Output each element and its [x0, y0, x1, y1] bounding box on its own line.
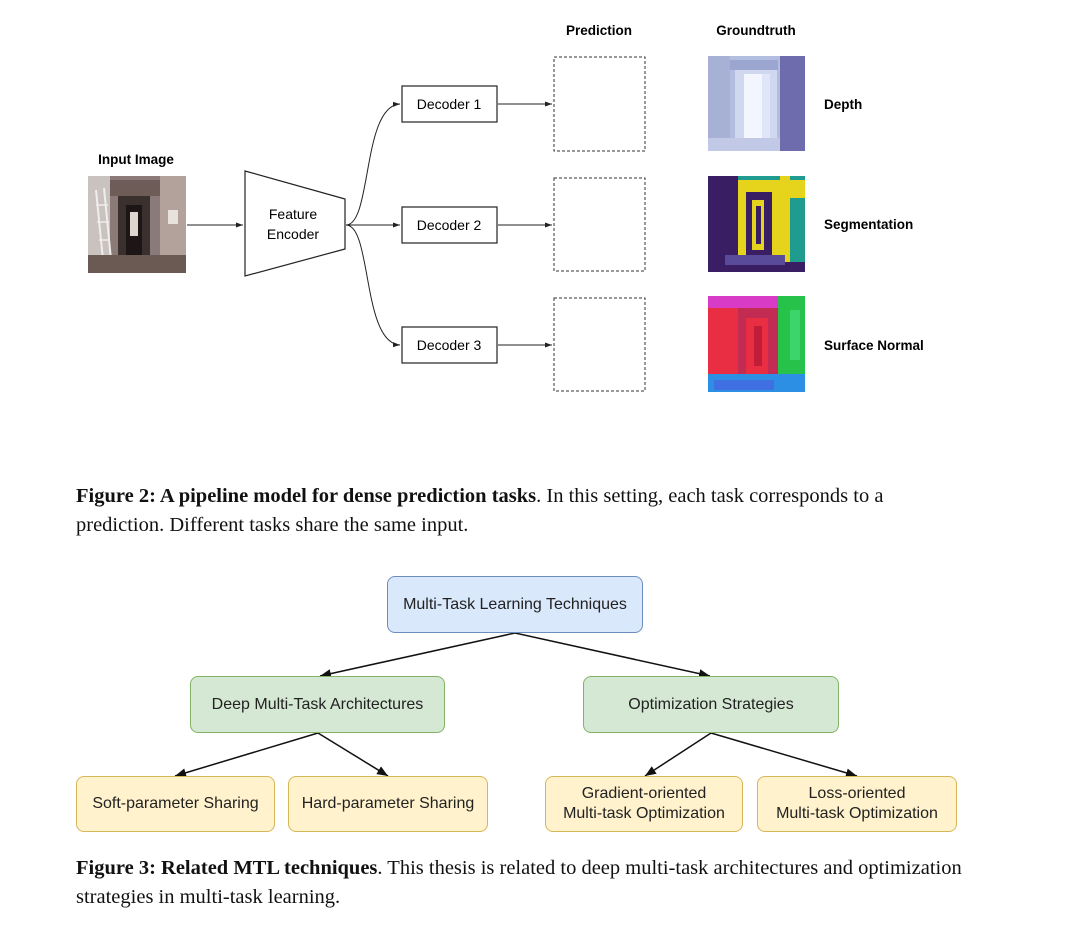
node-optimization-strategies: Optimization Strategies [583, 676, 839, 733]
decoder-2: Decoder 2 [401, 206, 498, 244]
node-loss-oriented-line1: Loss-oriented [808, 785, 906, 802]
groundtruth-segmentation-image [708, 176, 805, 272]
prediction-box-2 [553, 177, 646, 272]
groundtruth-surface-normal-image [708, 296, 805, 392]
prediction-header: Prediction [566, 23, 632, 38]
figure-2-caption-text: . In this setting, each task corresponds… [76, 485, 884, 536]
task-label-surface-normal: Surface Normal [824, 338, 924, 353]
decoder-2-label: Decoder 2 [417, 217, 482, 233]
pipeline-diagram: Prediction Groundtruth Input Image Featu… [88, 23, 924, 392]
figure-2-caption-bold: Figure 2: A pipeline model for dense pre… [76, 485, 537, 507]
node-loss-oriented-line2: Multi-task Optimization [776, 805, 938, 822]
figure-3-caption-text: . This thesis is related to deep multi-t… [76, 857, 962, 908]
node-mtl-techniques: Multi-Task Learning Techniques [387, 576, 643, 633]
node-gradient-oriented-line2: Multi-task Optimization [563, 805, 725, 822]
encoder-label-line1: Feature [269, 206, 317, 222]
node-gradient-oriented-line1: Gradient-oriented [581, 785, 707, 802]
prediction-box-3 [553, 297, 646, 392]
node-soft-parameter-sharing: Soft-parameter Sharing [76, 776, 275, 832]
node-optimization-strategies-label: Optimization Strategies [628, 695, 794, 713]
feature-encoder [244, 170, 346, 277]
groundtruth-header: Groundtruth [716, 23, 795, 38]
input-image-label: Input Image [98, 152, 174, 167]
task-label-depth: Depth [824, 97, 862, 112]
decoder-1: Decoder 1 [401, 85, 498, 123]
figure-2-caption: Figure 2: A pipeline model for dense pre… [76, 482, 976, 540]
mtl-tree-arrows [174, 632, 858, 778]
input-image [88, 176, 186, 273]
figure-3-caption-bold: Figure 3: Related MTL techniques [76, 857, 378, 879]
node-hard-parameter-sharing: Hard-parameter Sharing [288, 776, 488, 832]
decoder-3: Decoder 3 [401, 326, 498, 364]
decoder-1-label: Decoder 1 [417, 96, 482, 112]
node-deep-mtl-architectures: Deep Multi-Task Architectures [190, 676, 445, 733]
node-hard-parameter-sharing-label: Hard-parameter Sharing [301, 795, 475, 812]
figure-3-caption: Figure 3: Related MTL techniques. This t… [76, 854, 976, 912]
node-deep-mtl-architectures-label: Deep Multi-Task Architectures [211, 695, 424, 713]
node-mtl-techniques-label: Multi-Task Learning Techniques [403, 595, 627, 613]
node-loss-oriented-optimization: Loss-oriented Multi-task Optimization [757, 776, 957, 832]
decoder-3-label: Decoder 3 [417, 337, 482, 353]
encoder-label-line2: Encoder [267, 226, 319, 242]
prediction-box-1 [553, 56, 646, 152]
node-soft-parameter-sharing-label: Soft-parameter Sharing [92, 795, 259, 812]
node-gradient-oriented-optimization: Gradient-oriented Multi-task Optimizatio… [545, 776, 743, 832]
groundtruth-depth-image [708, 56, 805, 151]
task-label-segmentation: Segmentation [824, 217, 913, 232]
